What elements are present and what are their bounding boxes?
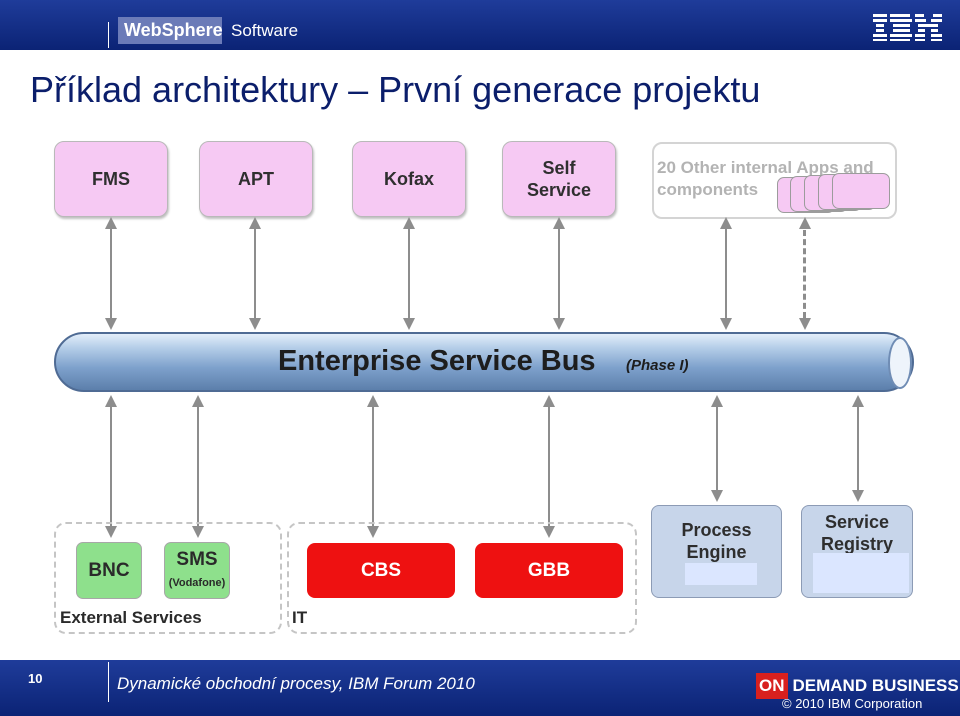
service-bnc-label: BNC [88,559,130,581]
system-self-service: Self Service [502,141,616,217]
bus-end-cap [888,337,912,389]
service-registry: Service Registry [801,505,913,598]
page-number: 10 [28,671,43,686]
copyright: © 2010 IBM Corporation [782,696,923,711]
on-badge: ON [756,673,788,699]
service-registry-label-text: Service Registry [820,512,894,554]
system-kofax-label: Kofax [383,169,434,189]
system-cbs: CBS [307,543,455,598]
slide-title: Příklad architektury – První generace pr… [30,69,761,110]
ibm-logo-icon [873,14,942,41]
external-services-label: External Services [60,608,202,627]
bus-phase: (Phase I) [626,357,689,374]
system-self-service-label: Self Service [526,158,592,200]
system-apt-label: APT [238,169,274,189]
process-engine-label: Process Engine [652,519,781,563]
service-registry-label: Service Registry [802,511,912,555]
app-stack-card [832,173,890,209]
enterprise-service-bus [54,332,914,392]
system-gbb-label: GBB [527,559,571,581]
process-engine: Process Engine [651,505,782,598]
system-fms: FMS [54,141,168,217]
system-gbb: GBB [475,543,623,598]
process-engine-highlight [685,563,757,585]
websphere-logo: WebSphere [118,17,223,44]
header-product: Software [231,21,299,40]
bus-title: Enterprise Service Bus [278,345,596,377]
service-bnc: BNC [76,542,142,599]
other-apps-label: 20 Other internal Apps and components [657,158,874,199]
external-services-group [54,522,282,634]
it-group [287,522,637,634]
footer-event: Dynamické obchodní procesy, IBM Forum 20… [117,674,475,693]
service-sms-label: SMS [176,549,218,570]
system-cbs-label: CBS [360,559,402,581]
header-divider [108,22,109,48]
footer-divider [108,662,109,702]
system-apt: APT [199,141,313,217]
it-group-label: IT [292,608,308,627]
footer-bar [0,660,960,716]
service-sms-sublabel: (Vodafone) [168,577,226,589]
process-engine-label-text: Process Engine [681,520,752,562]
service-registry-highlight [813,553,909,593]
demand-business-text: DEMAND BUSINESS [792,676,959,695]
system-kofax: Kofax [352,141,466,217]
system-fms-label: FMS [92,169,130,189]
websphere-brand: WebSphere [124,20,223,40]
on-demand-business-logo: ON DEMAND BUSINESS [756,673,959,699]
service-sms: SMS (Vodafone) [164,542,230,599]
